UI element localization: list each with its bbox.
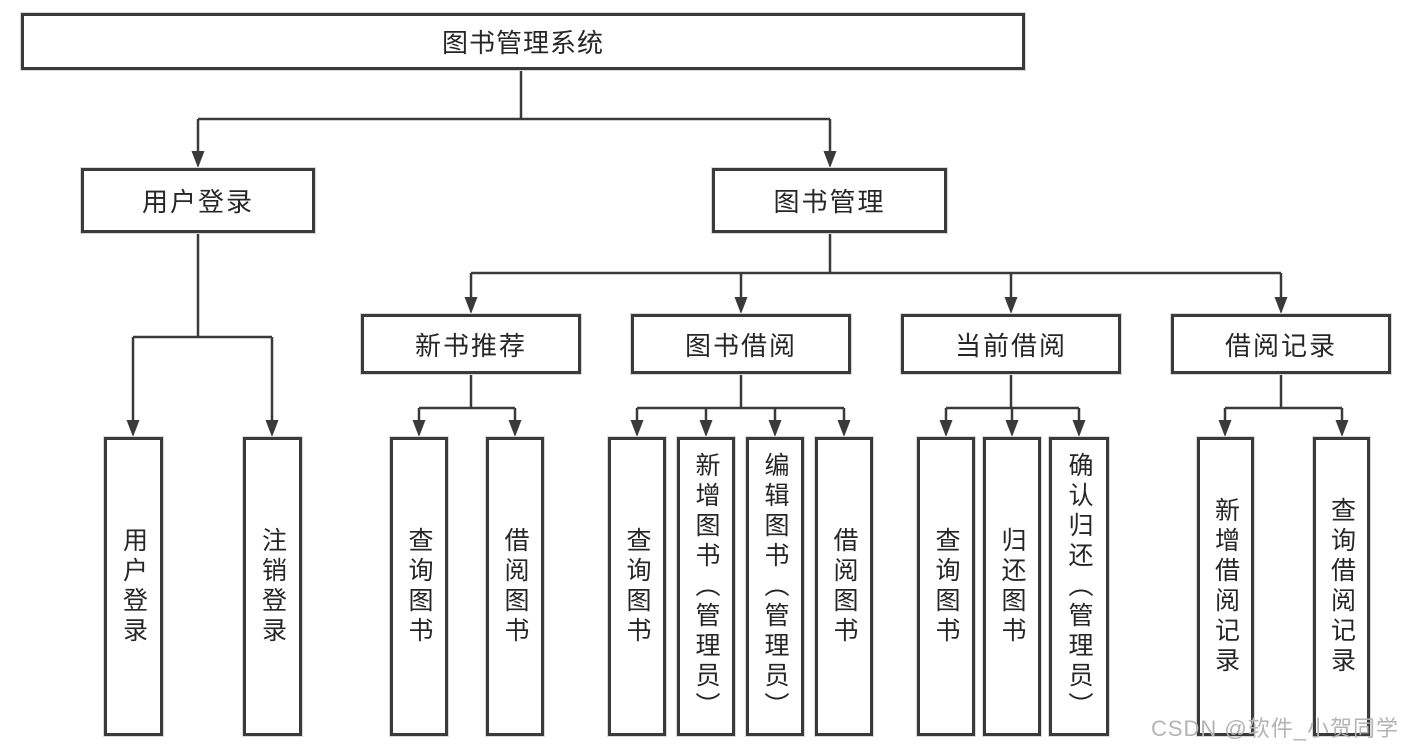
leaf-logout: 注销登录 bbox=[243, 437, 302, 736]
node-book-management: 图书管理 bbox=[712, 168, 947, 233]
node-label: 确认归还（管理员） bbox=[1065, 451, 1093, 722]
csdn-watermark: CSDN @软件_小贺同学 bbox=[1150, 716, 1399, 741]
node-label: 当前借阅 bbox=[954, 330, 1067, 361]
node-label: 新增借阅记录 bbox=[1211, 496, 1240, 677]
node-label: 新增图书（管理员） bbox=[692, 451, 720, 722]
node-label: 查询图书 bbox=[623, 526, 651, 647]
node-label: 图书管理系统 bbox=[441, 28, 604, 58]
leaf-query-borrow-record: 查询借阅记录 bbox=[1313, 437, 1370, 736]
node-label: 借阅记录 bbox=[1224, 330, 1337, 361]
node-library-management-system: 图书管理系统 bbox=[21, 13, 1025, 70]
leaf-query-books-2: 查询图书 bbox=[608, 437, 666, 736]
node-label: 查询图书 bbox=[405, 526, 433, 647]
node-current-borrowing: 当前借阅 bbox=[901, 314, 1121, 374]
node-new-book-recommend: 新书推荐 bbox=[361, 314, 581, 374]
node-label: 借阅图书 bbox=[830, 526, 858, 647]
node-borrowing-records: 借阅记录 bbox=[1171, 314, 1391, 374]
leaf-borrow-books-2: 借阅图书 bbox=[815, 437, 873, 736]
node-label: 查询图书 bbox=[932, 526, 960, 647]
leaf-user-login: 用户登录 bbox=[104, 437, 163, 736]
leaf-return-books: 归还图书 bbox=[983, 437, 1041, 736]
leaf-query-books: 查询图书 bbox=[390, 437, 448, 736]
node-label: 注销登录 bbox=[258, 526, 287, 647]
node-label: 图书借阅 bbox=[684, 330, 797, 361]
node-label: 借阅图书 bbox=[501, 526, 529, 647]
leaf-borrow-books: 借阅图书 bbox=[486, 437, 544, 736]
node-label: 查询借阅记录 bbox=[1327, 496, 1356, 677]
node-user-login: 用户登录 bbox=[81, 168, 315, 233]
leaf-confirm-return-admin: 确认归还（管理员） bbox=[1049, 437, 1109, 736]
node-label: 用户登录 bbox=[119, 526, 148, 647]
connector-spines bbox=[131, 70, 1344, 423]
node-label: 新书推荐 bbox=[414, 330, 527, 361]
node-book-borrowing: 图书借阅 bbox=[631, 314, 851, 374]
leaf-add-borrow-record: 新增借阅记录 bbox=[1197, 437, 1254, 736]
leaf-add-books-admin: 新增图书（管理员） bbox=[677, 437, 735, 736]
leaf-edit-books-admin: 编辑图书（管理员） bbox=[746, 437, 804, 736]
node-label: 编辑图书（管理员） bbox=[761, 451, 789, 722]
node-label: 图书管理 bbox=[773, 187, 886, 217]
node-label: 用户登录 bbox=[141, 187, 254, 217]
leaf-query-books-3: 查询图书 bbox=[917, 437, 975, 736]
node-label: 归还图书 bbox=[998, 526, 1026, 647]
